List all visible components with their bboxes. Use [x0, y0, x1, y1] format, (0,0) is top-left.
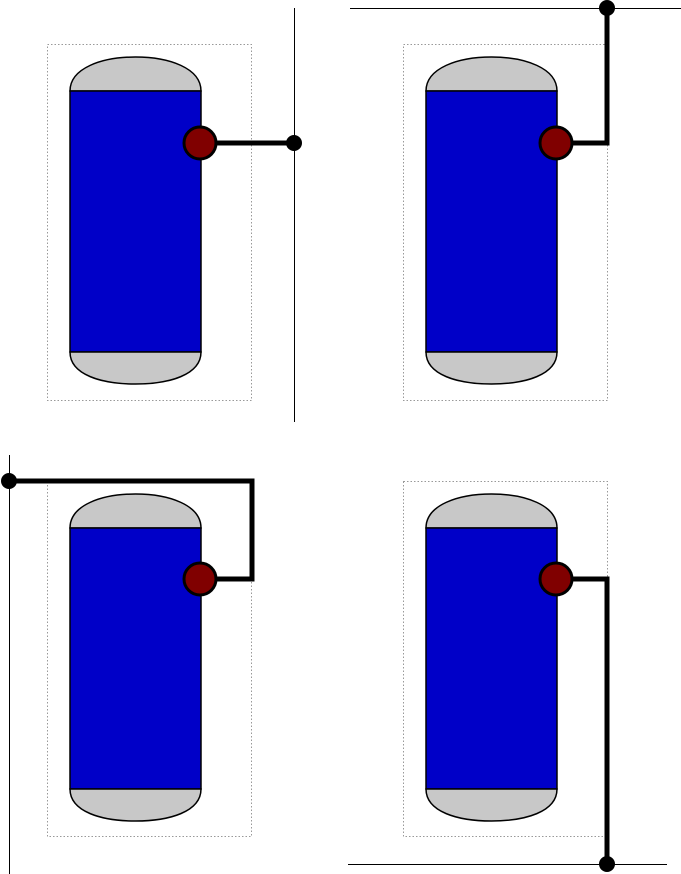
nozzle[interactable]	[182, 125, 218, 161]
connector-line[interactable]	[573, 8, 610, 146]
panel-3-connection	[1, 455, 255, 874]
connector-line[interactable]	[573, 576, 610, 864]
panel-2-connection	[350, 0, 681, 161]
connection-point[interactable]	[599, 0, 615, 16]
panel-4	[403, 481, 608, 837]
connection-point[interactable]	[1, 473, 17, 489]
panel-2	[403, 44, 608, 401]
panel-3	[47, 481, 252, 837]
nozzle[interactable]	[538, 561, 574, 597]
vessel[interactable]	[425, 493, 558, 822]
connection-point[interactable]	[599, 856, 615, 872]
nozzle[interactable]	[182, 561, 218, 597]
boundary-box	[403, 44, 608, 401]
panel-4-connection	[348, 561, 667, 872]
boundary-box	[47, 44, 252, 401]
connector-line[interactable]	[9, 478, 255, 582]
connection-point[interactable]	[286, 135, 302, 151]
panel-1	[47, 8, 302, 422]
vessel[interactable]	[425, 56, 558, 385]
nozzle[interactable]	[538, 125, 574, 161]
vessel[interactable]	[69, 493, 202, 822]
vessel[interactable]	[69, 56, 202, 385]
